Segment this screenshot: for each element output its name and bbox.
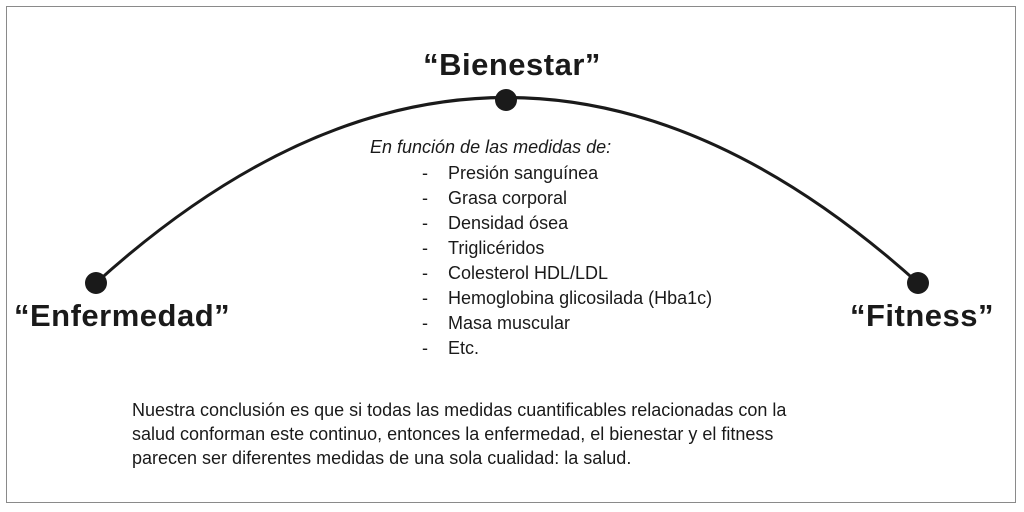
diagram-frame — [6, 6, 1016, 503]
pole-label-enfermedad: “Enfermedad” — [14, 298, 231, 333]
pole-label-fitness: “Fitness” — [849, 298, 994, 333]
measure-item: -Presión sanguínea — [370, 161, 712, 186]
measure-item: -Densidad ósea — [370, 211, 712, 236]
measure-item: -Triglicéridos — [370, 236, 712, 261]
point-fitness — [907, 272, 929, 294]
measures-intro: En función de las medidas de: — [370, 137, 612, 157]
measure-item: -Grasa corporal — [370, 186, 712, 211]
measure-item: -Etc. — [370, 336, 712, 361]
list-dash: - — [422, 288, 428, 308]
measure-label: Grasa corporal — [448, 188, 568, 208]
measures-list: -Presión sanguínea -Grasa corporal -Dens… — [370, 161, 712, 361]
measure-item: -Colesterol HDL/LDL — [370, 261, 712, 286]
list-dash: - — [422, 163, 428, 183]
measure-label: Triglicéridos — [448, 238, 545, 258]
list-dash: - — [422, 238, 428, 258]
list-dash: - — [422, 213, 428, 233]
measure-label: Etc. — [448, 338, 480, 358]
measure-label: Presión sanguínea — [448, 163, 599, 183]
point-enfermedad — [85, 272, 107, 294]
pole-label-bienestar: “Bienestar” — [423, 47, 601, 82]
list-dash: - — [422, 338, 428, 358]
list-dash: - — [422, 188, 428, 208]
measure-label: Masa muscular — [448, 313, 571, 333]
measure-label: Hemoglobina glicosilada (Hba1c) — [448, 288, 713, 308]
conclusion-line: parecen ser diferentes medidas de una so… — [132, 448, 632, 468]
conclusion-text: Nuestra conclusión es que si todas las m… — [132, 398, 912, 470]
list-dash: - — [422, 313, 428, 333]
measure-label: Colesterol HDL/LDL — [448, 263, 609, 283]
measures-block: En función de las medidas de: -Presión s… — [370, 137, 712, 361]
measure-label: Densidad ósea — [448, 213, 569, 233]
measure-item: -Hemoglobina glicosilada (Hba1c) — [370, 286, 712, 311]
measure-item: -Masa muscular — [370, 311, 712, 336]
point-bienestar — [495, 89, 517, 111]
list-dash: - — [422, 263, 428, 283]
conclusion-line: Nuestra conclusión es que si todas las m… — [132, 400, 787, 420]
conclusion-line: salud conforman este continuo, entonces … — [132, 424, 774, 444]
